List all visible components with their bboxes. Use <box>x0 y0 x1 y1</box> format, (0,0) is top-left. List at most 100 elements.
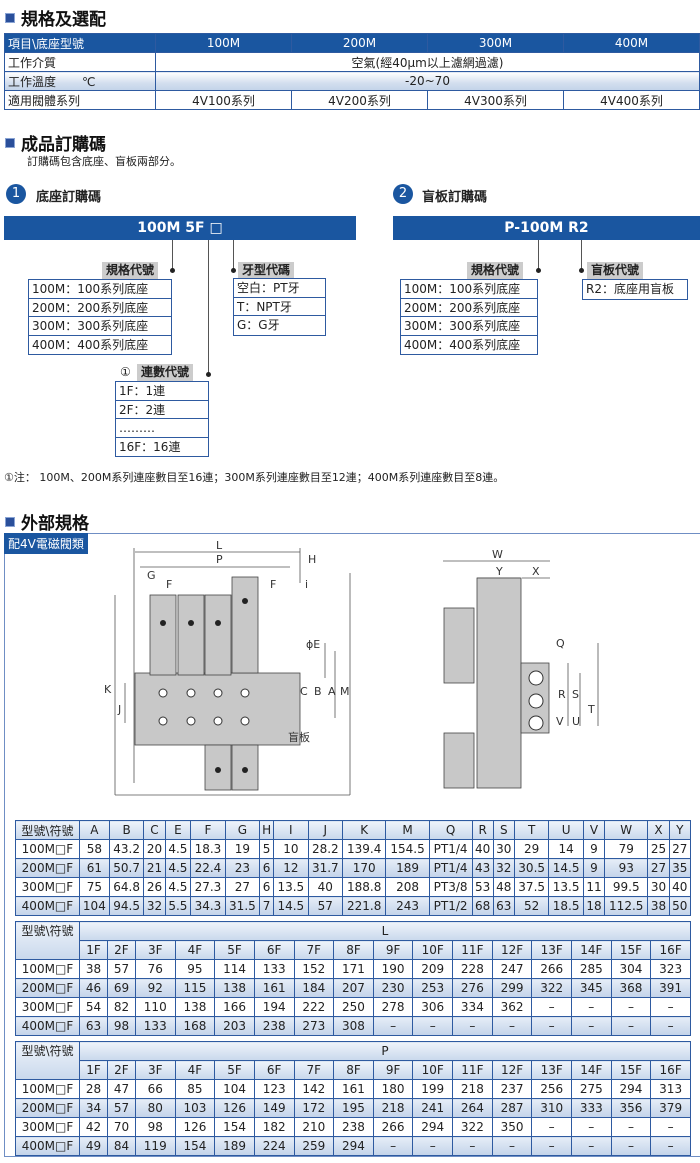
series-cell: 4V300系列 <box>427 90 564 110</box>
table-cell: 23 <box>224 858 261 878</box>
table-cell: 166 <box>214 997 255 1017</box>
table-cell: 345 <box>570 978 612 998</box>
table-cell: 27 <box>668 839 692 859</box>
table-cell: 149 <box>253 1098 295 1118</box>
table-cell: 46 <box>79 978 108 998</box>
row-label: 工作溫度℃ <box>4 71 156 91</box>
table-cell: 85 <box>174 1079 216 1099</box>
table-cell: 362 <box>491 997 533 1017</box>
bullet-square-icon <box>5 516 15 527</box>
table-cell: 276 <box>452 978 493 998</box>
header-cell: 15F <box>610 1060 652 1080</box>
table-cell: – <box>412 1136 454 1156</box>
table-cell: – <box>491 1016 533 1036</box>
table-cell: – <box>570 1136 612 1156</box>
header-cell: C <box>143 820 166 840</box>
table-cell: 195 <box>333 1098 374 1118</box>
dim-label-K: K <box>104 683 112 696</box>
table-cell: 61 <box>78 858 110 878</box>
table-cell: 49 <box>79 1136 108 1156</box>
table-cell: 188.8 <box>342 877 387 897</box>
table-cell: 294 <box>333 1136 374 1156</box>
table-cell: 200M□F <box>15 978 80 998</box>
table-cell: 368 <box>610 978 652 998</box>
header-cell: J <box>307 820 344 840</box>
bullet-square-icon <box>5 137 15 148</box>
list-item: 1F：1連 <box>116 382 208 401</box>
table-cell: 34.3 <box>190 896 226 916</box>
table-cell: 31.7 <box>307 858 344 878</box>
table-cell: 35 <box>668 858 692 878</box>
header-cell: 400M <box>563 33 700 53</box>
table-cell: 6 <box>259 877 275 897</box>
table-cell: 161 <box>333 1079 374 1099</box>
table-cell: 138 <box>174 997 216 1017</box>
series-cell: 4V400系列 <box>563 90 700 110</box>
external-section-title: 外部規格 <box>5 509 89 534</box>
header-cell: Y <box>668 820 692 840</box>
header-cell: 4F <box>174 1060 216 1080</box>
plate-order-title: 盲板訂購碼 <box>422 190 488 205</box>
table-cell: 142 <box>293 1079 335 1099</box>
plate-order-code: P-100M R2 <box>393 216 700 240</box>
list-item: 400M：400系列底座 <box>404 337 521 352</box>
spec-code-label: 規格代號 <box>467 262 524 279</box>
table-cell: 256 <box>531 1079 572 1099</box>
table-cell: 9 <box>582 858 606 878</box>
table-cell: 50 <box>668 896 692 916</box>
table-cell: 63 <box>79 1016 108 1036</box>
header-cell: I <box>273 820 309 840</box>
header-cell: 8F <box>333 1060 374 1080</box>
header-cell: 5F <box>214 940 255 960</box>
header-cell: G <box>224 820 261 840</box>
table-cell: – <box>452 1136 493 1156</box>
table-cell: – <box>610 1117 652 1137</box>
table-cell: 194 <box>253 997 295 1017</box>
thread-code-label: 牙型代碼 <box>238 262 295 279</box>
table-cell: 11 <box>582 877 606 897</box>
dim-label-L: L <box>216 539 223 552</box>
medium-value: 空氣(經40μm以上濾網過濾) <box>155 52 700 72</box>
table-cell: 57 <box>307 896 344 916</box>
table-cell: 139.4 <box>342 839 387 859</box>
table-cell: 42 <box>79 1117 108 1137</box>
dim-label-I: i <box>305 578 308 591</box>
external-panel <box>4 533 700 1157</box>
table-cell: 224 <box>253 1136 295 1156</box>
table-cell: 171 <box>333 959 374 979</box>
table-cell: – <box>650 1016 691 1036</box>
header-cell: 12F <box>491 940 533 960</box>
table-cell: PT1/4 <box>428 839 473 859</box>
category-tag: 配4V電磁閥類 <box>4 533 88 554</box>
table-cell: 25 <box>647 839 670 859</box>
header-cell: 13F <box>531 1060 572 1080</box>
table-cell: 300M□F <box>15 1117 80 1137</box>
table-cell: 241 <box>412 1098 454 1118</box>
header-cell: 項目\底座型號 <box>4 33 156 53</box>
table-cell: 138 <box>214 978 255 998</box>
table-cell: – <box>412 1016 454 1036</box>
table-cell: 400M□F <box>15 896 80 916</box>
table-cell: 323 <box>650 959 691 979</box>
list-item: 16F：16連 <box>119 439 181 454</box>
table-cell: 6 <box>259 858 275 878</box>
table-cell: 400M□F <box>15 1016 80 1036</box>
list-item: 100M：100系列底座 <box>401 280 537 299</box>
order-section-title: 成品訂購碼 <box>5 130 106 155</box>
dim-label-E: ϕE <box>306 638 320 651</box>
table-cell: 13.5 <box>273 877 309 897</box>
table-cell: 29 <box>513 839 550 859</box>
dim-label-U: U <box>572 715 580 728</box>
table-cell: 310 <box>531 1098 572 1118</box>
table-cell: 14.5 <box>273 896 309 916</box>
list-item: 100M：100系列底座 <box>29 280 171 299</box>
table-cell: 18.5 <box>548 896 584 916</box>
table-cell: 243 <box>385 896 430 916</box>
table-cell: 300M□F <box>15 997 80 1017</box>
table-cell: 356 <box>610 1098 652 1118</box>
